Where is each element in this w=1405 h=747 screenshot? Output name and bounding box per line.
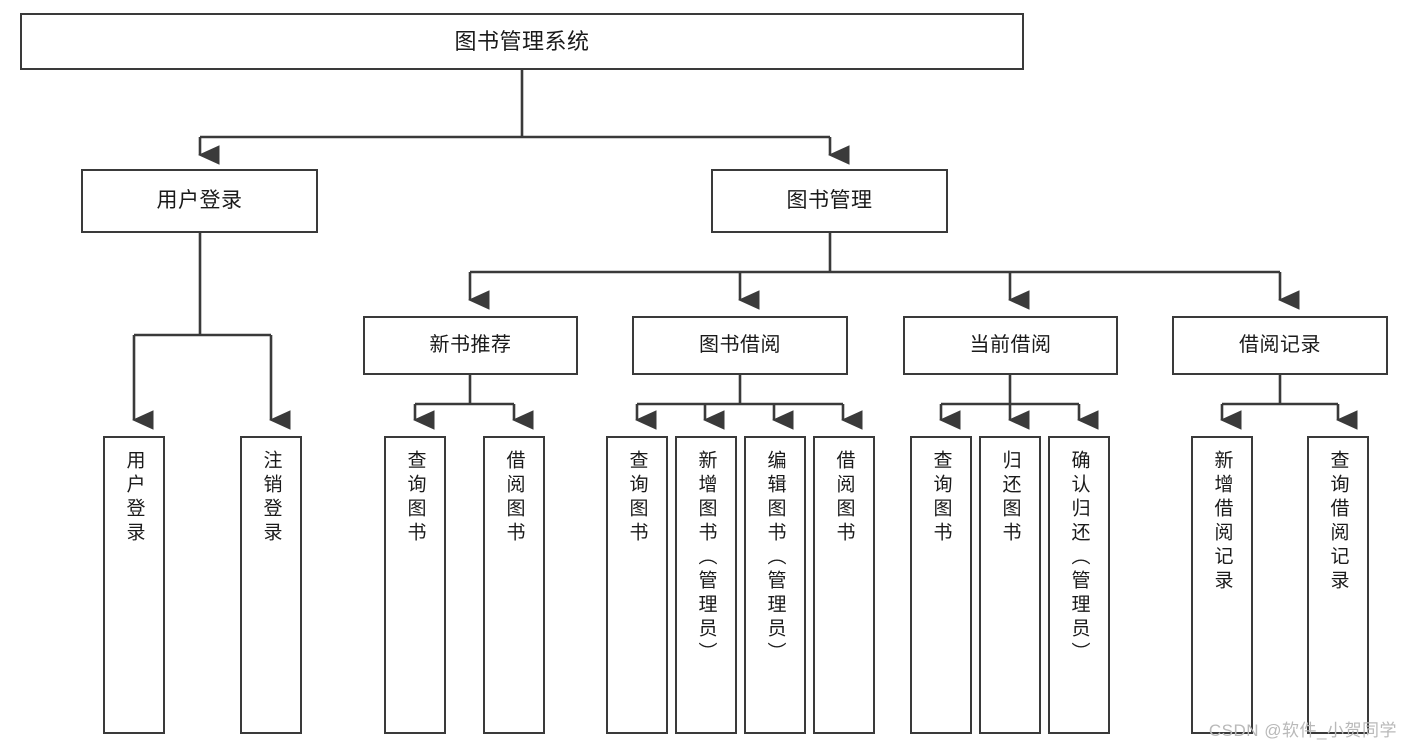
node-root-system[interactable]: 图书管理系统	[20, 13, 1024, 70]
leaf-user-login-login[interactable]: 用户登录	[103, 436, 165, 734]
node-label: 当前借阅	[969, 333, 1052, 356]
node-label: 归还图书	[999, 450, 1021, 546]
node-label: 图书借阅	[699, 333, 781, 356]
node-label: 查询图书	[930, 450, 952, 546]
node-new-book-recommend[interactable]: 新书推荐	[363, 316, 578, 375]
node-label: 借阅图书	[833, 450, 855, 546]
node-label: 查询图书	[404, 450, 426, 546]
leaf-borrow-add-book-admin[interactable]: 新增图书（管理员）	[675, 436, 737, 734]
node-label: 确认归还（管理员）	[1068, 450, 1090, 666]
node-current-borrow[interactable]: 当前借阅	[903, 316, 1118, 375]
leaf-user-login-logout[interactable]: 注销登录	[240, 436, 302, 734]
node-book-borrow[interactable]: 图书借阅	[632, 316, 848, 375]
node-label: 注销登录	[260, 450, 282, 546]
leaf-current-return-book[interactable]: 归还图书	[979, 436, 1041, 734]
node-label: 借阅图书	[503, 450, 525, 546]
leaf-recommend-borrow-book[interactable]: 借阅图书	[483, 436, 545, 734]
node-label: 编辑图书（管理员）	[764, 450, 786, 666]
leaf-recommend-query-book[interactable]: 查询图书	[384, 436, 446, 734]
node-label: 用户登录	[156, 188, 243, 212]
leaf-borrow-borrow-book[interactable]: 借阅图书	[813, 436, 875, 734]
watermark-text: CSDN @软件_小贺同学	[1208, 721, 1397, 740]
leaf-record-query-record[interactable]: 查询借阅记录	[1307, 436, 1369, 734]
node-label: 用户登录	[123, 450, 145, 546]
leaf-current-query-book[interactable]: 查询图书	[910, 436, 972, 734]
node-label: 新增图书（管理员）	[695, 450, 717, 666]
node-label: 新增借阅记录	[1211, 450, 1233, 594]
leaf-record-add-record[interactable]: 新增借阅记录	[1191, 436, 1253, 734]
node-label: 查询借阅记录	[1327, 450, 1349, 594]
node-label: 图书管理	[786, 188, 873, 212]
leaf-current-confirm-return-admin[interactable]: 确认归还（管理员）	[1048, 436, 1110, 734]
node-label: 查询图书	[626, 450, 648, 546]
leaf-borrow-edit-book-admin[interactable]: 编辑图书（管理员）	[744, 436, 806, 734]
node-book-management[interactable]: 图书管理	[711, 169, 948, 233]
leaf-borrow-query-book[interactable]: 查询图书	[606, 436, 668, 734]
node-label: 新书推荐	[429, 333, 512, 356]
node-label: 图书管理系统	[454, 28, 590, 54]
node-borrow-record[interactable]: 借阅记录	[1172, 316, 1388, 375]
node-label: 借阅记录	[1239, 333, 1321, 356]
node-user-login[interactable]: 用户登录	[81, 169, 318, 233]
